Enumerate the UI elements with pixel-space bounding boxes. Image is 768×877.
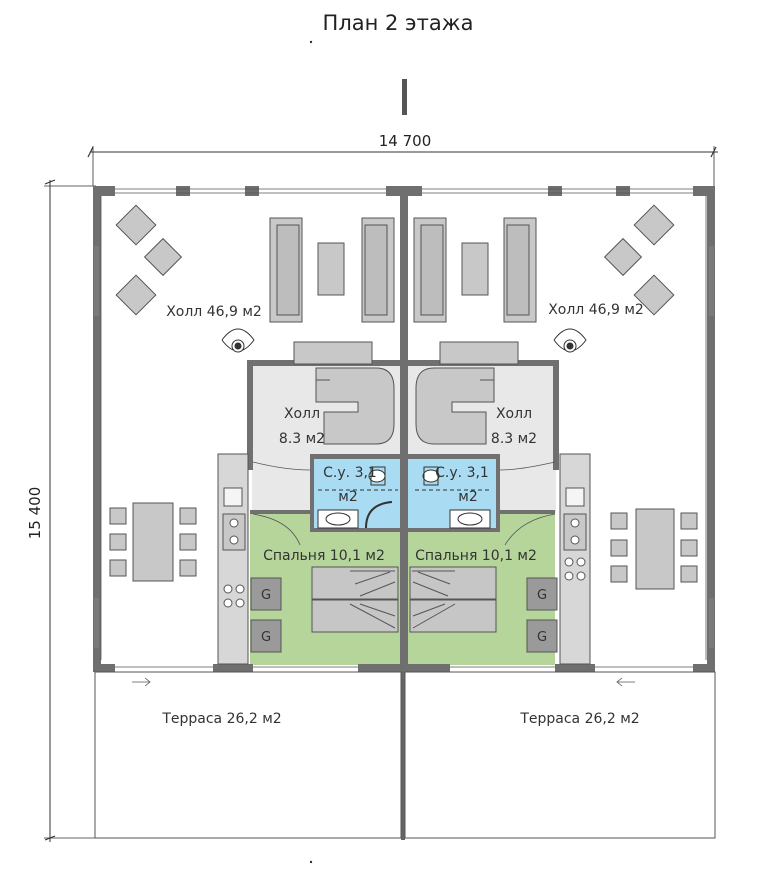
dot-mark-bottom (309, 860, 313, 864)
kitchen-left (217, 453, 249, 665)
dining-left (109, 502, 197, 582)
stairs-left (311, 566, 399, 633)
armchairs-left (115, 204, 183, 316)
stove-right (553, 328, 587, 353)
stairs-right (409, 566, 497, 633)
label-bedroom-right: Спальня 10,1 м2 (415, 548, 537, 564)
label-hall-small-left-area: 8.3 м2 (279, 431, 325, 447)
label-hall-large-left: Холл 46,9 м2 (166, 304, 262, 320)
label-terrace-left: Терраса 26,2 м2 (161, 711, 281, 727)
label-bedroom-left: Спальня 10,1 м2 (263, 548, 385, 564)
width-dimension: 14 700 (87, 132, 718, 186)
stair-core-left (293, 341, 395, 445)
dot-mark-top (309, 40, 313, 44)
label-bath-right: С.у. 3,1 (435, 465, 489, 481)
label-hall-small-right: Холл (496, 406, 532, 422)
width-dimension-label: 14 700 (379, 132, 432, 150)
terrace-door-marks (132, 677, 635, 687)
armchairs-right (603, 204, 675, 316)
core-walls (247, 360, 559, 532)
label-bath-left-area: м2 (338, 489, 357, 505)
stair-core-right (415, 341, 519, 445)
windows-side (94, 246, 714, 648)
plan-title: План 2 этажа (323, 11, 474, 35)
sofa-right-a (413, 217, 537, 323)
dining-right (610, 508, 698, 590)
label-bath-right-area: м2 (458, 489, 477, 505)
svg-text:G: G (261, 630, 271, 645)
windows-top (115, 188, 693, 668)
label-terrace-right: Терраса 26,2 м2 (519, 711, 639, 727)
terraces (94, 671, 716, 839)
appliance-g-right-1: G (526, 577, 558, 611)
label-hall-large-right: Холл 46,9 м2 (548, 302, 644, 318)
door-arcs (252, 461, 556, 546)
label-hall-small-right-area: 8.3 м2 (491, 431, 537, 447)
appliance-g-right-2: G (526, 619, 558, 653)
label-bath-left: С.у. 3,1 (323, 465, 377, 481)
label-hall-small-left: Холл (284, 406, 320, 422)
bath-right-fixtures (415, 466, 491, 529)
axis-marker (402, 79, 407, 115)
height-dimension: 15 400 (26, 179, 100, 842)
terrace-divider (401, 672, 405, 840)
svg-text:G: G (537, 588, 547, 603)
central-wall (400, 190, 408, 668)
svg-text:G: G (261, 588, 271, 603)
height-dimension-label: 15 400 (26, 487, 44, 540)
appliance-g-left-2: G (250, 619, 282, 653)
sofa-left-a (269, 217, 395, 323)
appliance-g-left-1: G (250, 577, 282, 611)
svg-text:G: G (537, 630, 547, 645)
bath-left-fixtures (317, 466, 393, 529)
kitchen-right (559, 453, 591, 665)
side-window-lines (100, 196, 707, 660)
stove-left (221, 328, 255, 353)
